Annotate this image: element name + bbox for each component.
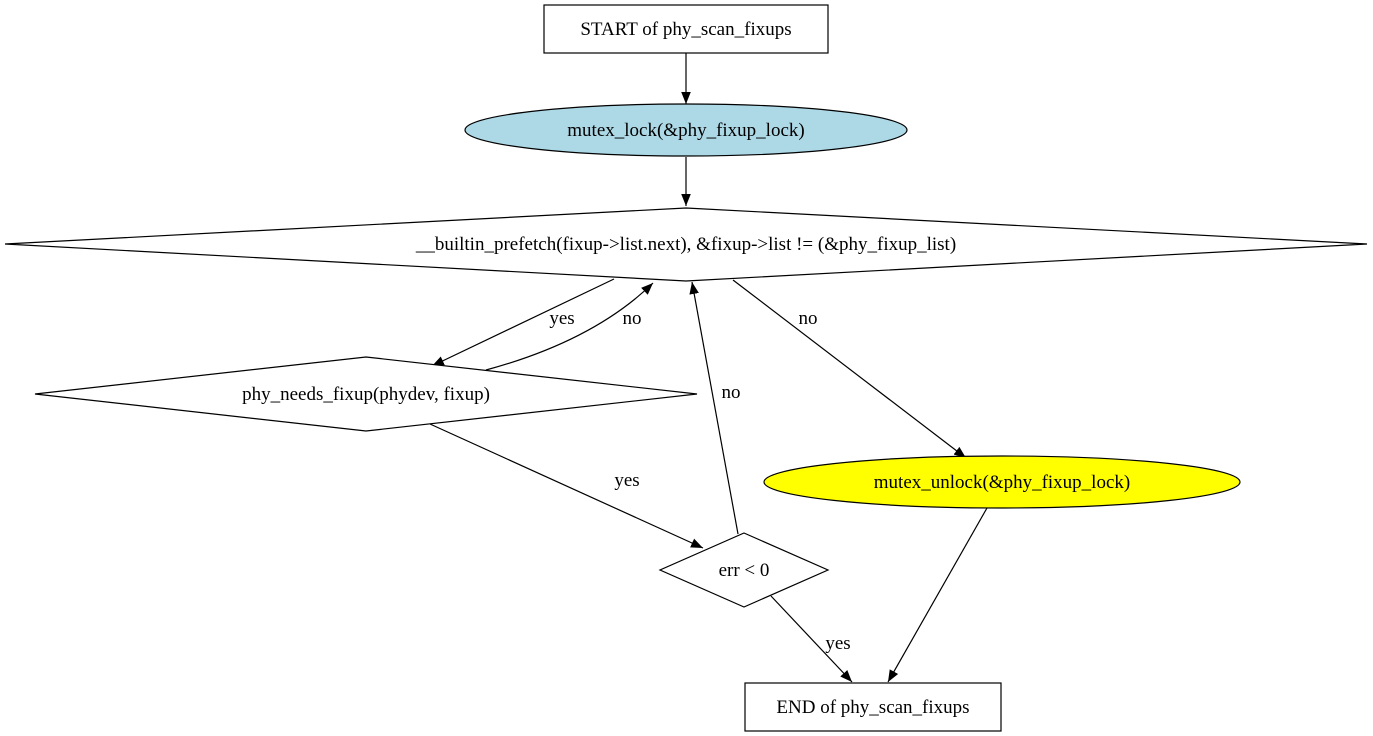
node-lock: mutex_lock(&phy_fixup_lock) (464, 103, 908, 157)
start-label: START of phy_scan_fixups (580, 19, 791, 40)
edge-label-loop-to-unlock: no (799, 308, 818, 329)
node-err-check: err < 0 (658, 532, 830, 608)
edge-needs-to-err (429, 423, 704, 549)
edge-label-err-to-loop: no (722, 382, 741, 403)
loop-condition-label: __builtin_prefetch(fixup->list.next), &f… (415, 234, 956, 255)
node-needs-fixup: phy_needs_fixup(phydev, fixup) (34, 356, 698, 432)
end-box (744, 682, 1002, 732)
unlock-ellipse (763, 455, 1241, 509)
edge-err-to-end (770, 595, 853, 683)
end-label: END of phy_scan_fixups (776, 697, 969, 718)
err-check-diamond (658, 532, 830, 608)
edge-label-needs-to-err: yes (614, 470, 639, 491)
start-box (543, 4, 829, 54)
loop-condition-diamond (4, 207, 1368, 282)
edge-label-loop-to-needs: yes (549, 308, 574, 329)
err-check-label: err < 0 (719, 560, 770, 581)
edge-needs-to-loop (485, 282, 654, 371)
edge-err-to-loop (689, 281, 739, 535)
node-start: START of phy_scan_fixups (543, 4, 829, 54)
node-end: END of phy_scan_fixups (744, 682, 1002, 732)
unlock-label: mutex_unlock(&phy_fixup_lock) (874, 472, 1130, 493)
edge-loop-to-needs (431, 278, 615, 367)
edges (429, 53, 988, 683)
node-loop-condition: __builtin_prefetch(fixup->list.next), &f… (4, 207, 1368, 282)
edge-label-err-to-end: yes (825, 633, 850, 654)
needs-fixup-diamond (34, 356, 698, 432)
needs-fixup-label: phy_needs_fixup(phydev, fixup) (242, 384, 490, 405)
edge-loop-to-unlock (732, 279, 967, 459)
edge-unlock-to-end (887, 507, 988, 683)
edge-label-needs-to-loop: no (623, 308, 642, 329)
node-unlock: mutex_unlock(&phy_fixup_lock) (763, 455, 1241, 509)
lock-ellipse (464, 103, 908, 157)
edge-labels: yes no no no yes yes (549, 308, 850, 654)
lock-label: mutex_lock(&phy_fixup_lock) (567, 120, 804, 141)
